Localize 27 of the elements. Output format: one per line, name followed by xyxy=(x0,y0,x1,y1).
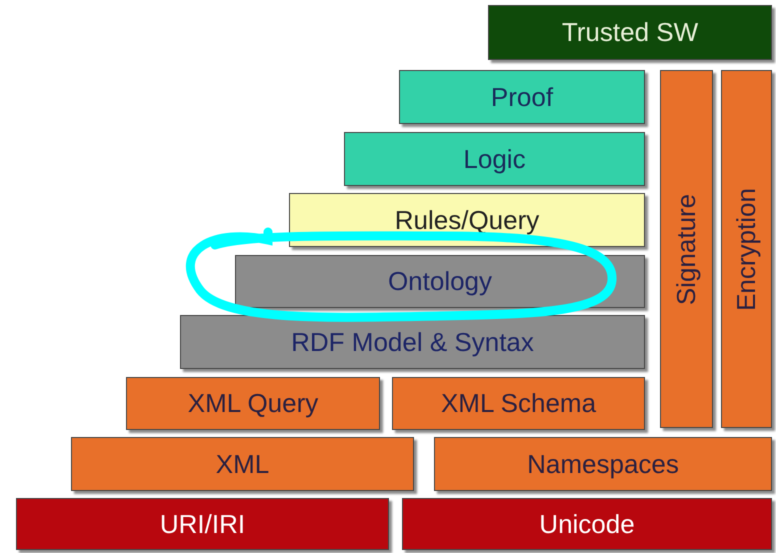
layer-label: Rules/Query xyxy=(394,204,540,236)
vertical-layer-box xyxy=(721,70,772,428)
layer-label: Ontology xyxy=(388,266,492,297)
layer-label: Encryption xyxy=(731,188,762,310)
layer-label: Signature xyxy=(671,193,702,305)
layer-label: Unicode xyxy=(539,508,635,540)
layer-box xyxy=(180,315,645,369)
layer-label: Trusted SW xyxy=(562,17,698,48)
layer-label: XML xyxy=(216,448,270,480)
layer-box xyxy=(16,498,389,550)
layer-box xyxy=(344,132,645,186)
layer-label: Namespaces xyxy=(527,448,679,480)
layer-box xyxy=(126,377,380,430)
vertical-layer-box xyxy=(660,70,713,428)
layer-label: XML Query xyxy=(188,388,318,419)
layer-box xyxy=(235,255,645,308)
layer-box xyxy=(402,498,772,550)
layer-label: XML Schema xyxy=(440,388,596,419)
layer-label: Proof xyxy=(490,82,554,112)
layer-box xyxy=(71,437,414,491)
layer-box xyxy=(392,377,645,430)
layer-label: URI/IRI xyxy=(160,508,246,540)
layer-label: RDF Model & Syntax xyxy=(291,326,534,358)
layer-box xyxy=(434,437,772,491)
layer-label: Logic xyxy=(463,144,526,174)
layer-box xyxy=(399,70,645,124)
layer-box xyxy=(488,5,772,60)
